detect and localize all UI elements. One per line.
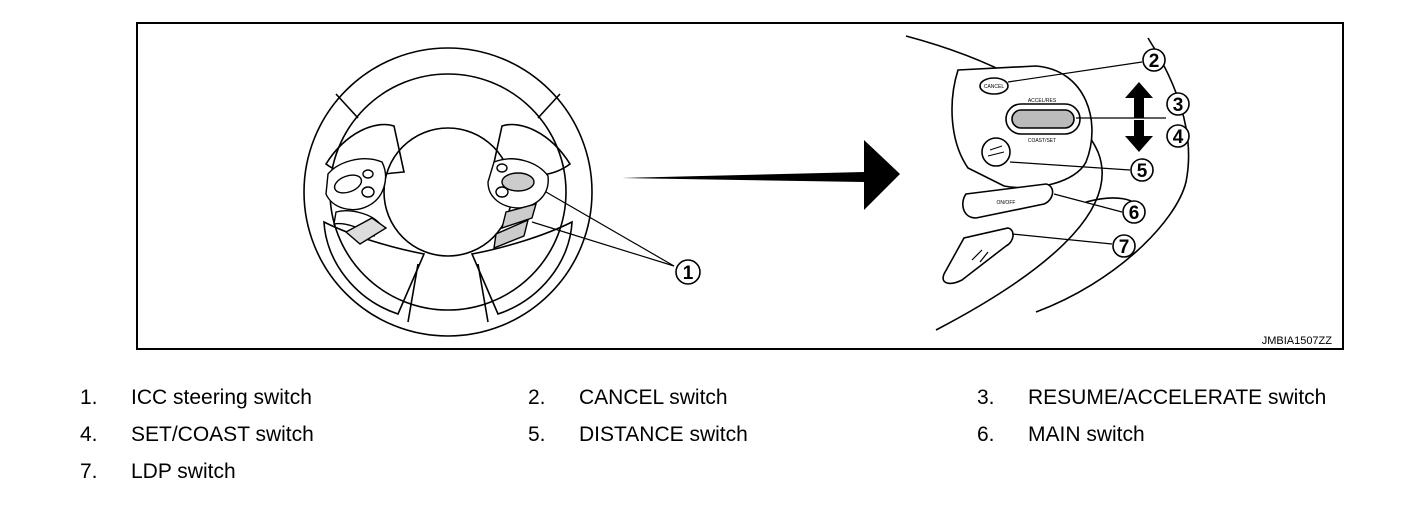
- legend-text: DISTANCE switch: [579, 423, 748, 446]
- legend: 1. ICC steering switch 2. CANCEL switch …: [0, 380, 1408, 500]
- svg-text:4: 4: [1173, 127, 1184, 148]
- svg-text:3: 3: [1173, 95, 1184, 116]
- distance-button-shape: [981, 137, 1011, 167]
- left-switch-pod: [325, 158, 388, 245]
- legend-text: SET/COAST switch: [131, 423, 314, 446]
- steering-switch-diagram: 1 CANCEL ACCEL/RES COAST/SET ON/OFF: [136, 22, 1344, 350]
- callout-6: 6: [1122, 200, 1146, 224]
- legend-number: 6.: [977, 423, 995, 446]
- right-switch-pod: [487, 158, 549, 250]
- zoom-arrow: [622, 140, 900, 210]
- diagram-frame: 1 CANCEL ACCEL/RES COAST/SET ON/OFF: [136, 22, 1344, 350]
- callout-leaders: [1007, 61, 1166, 245]
- ldp-button-shape: [942, 227, 1014, 285]
- legend-number: 3.: [977, 386, 995, 409]
- legend-text: CANCEL switch: [579, 386, 728, 409]
- svg-text:6: 6: [1129, 203, 1140, 224]
- svg-text:2: 2: [1149, 51, 1160, 72]
- legend-number: 7.: [80, 460, 98, 483]
- callout-5: 5: [1130, 158, 1154, 182]
- legend-text: LDP switch: [131, 460, 236, 483]
- legend-number: 2.: [528, 386, 546, 409]
- callout-1: 1: [675, 259, 701, 285]
- image-code: JMBIA1507ZZ: [1262, 335, 1333, 347]
- wheel-rim-outer: [303, 47, 593, 337]
- frame-border: [136, 22, 1344, 350]
- zoomed-switch-labels: CANCEL ACCEL/RES COAST/SET ON/OFF: [984, 84, 1057, 206]
- down-arrow-icon: [1125, 120, 1153, 152]
- ldp-icon: [971, 249, 989, 263]
- legend-text: RESUME/ACCELERATE switch: [1028, 386, 1327, 409]
- on-off-label: ON/OFF: [997, 200, 1016, 206]
- panel-outline-outer: [905, 35, 1103, 331]
- callout-3: 3: [1166, 92, 1190, 116]
- cancel-button-shape: [979, 77, 1009, 95]
- rim-seams: [335, 93, 561, 119]
- callout-1-leaders: [531, 191, 675, 267]
- legend-number: 1.: [80, 386, 98, 409]
- right-spoke-bottom: [470, 220, 573, 315]
- svg-text:5: 5: [1137, 161, 1148, 182]
- steering-wheel: [303, 47, 593, 337]
- callout-7: 7: [1112, 234, 1136, 258]
- accel-res-label: ACCEL/RES: [1028, 98, 1057, 104]
- callout-4: 4: [1166, 124, 1190, 148]
- legend-text: ICC steering switch: [131, 386, 312, 409]
- panel-outline-back: [1035, 37, 1190, 313]
- zoomed-switch-panel: [905, 35, 1190, 331]
- cancel-label: CANCEL: [984, 84, 1005, 90]
- main-button-shape: [962, 183, 1054, 219]
- up-arrow-icon: [1125, 82, 1153, 118]
- bottom-spoke-lines: [407, 263, 489, 323]
- accel-set-rocker-grip: [1011, 109, 1075, 129]
- coast-set-label: COAST/SET: [1028, 138, 1056, 144]
- legend-text: MAIN switch: [1028, 423, 1145, 446]
- callout-2: 2: [1142, 48, 1166, 72]
- callout-1-label: 1: [683, 263, 694, 284]
- legend-number: 5.: [528, 423, 546, 446]
- svg-text:7: 7: [1119, 237, 1130, 258]
- distance-icon: [987, 145, 1005, 157]
- legend-number: 4.: [80, 423, 98, 446]
